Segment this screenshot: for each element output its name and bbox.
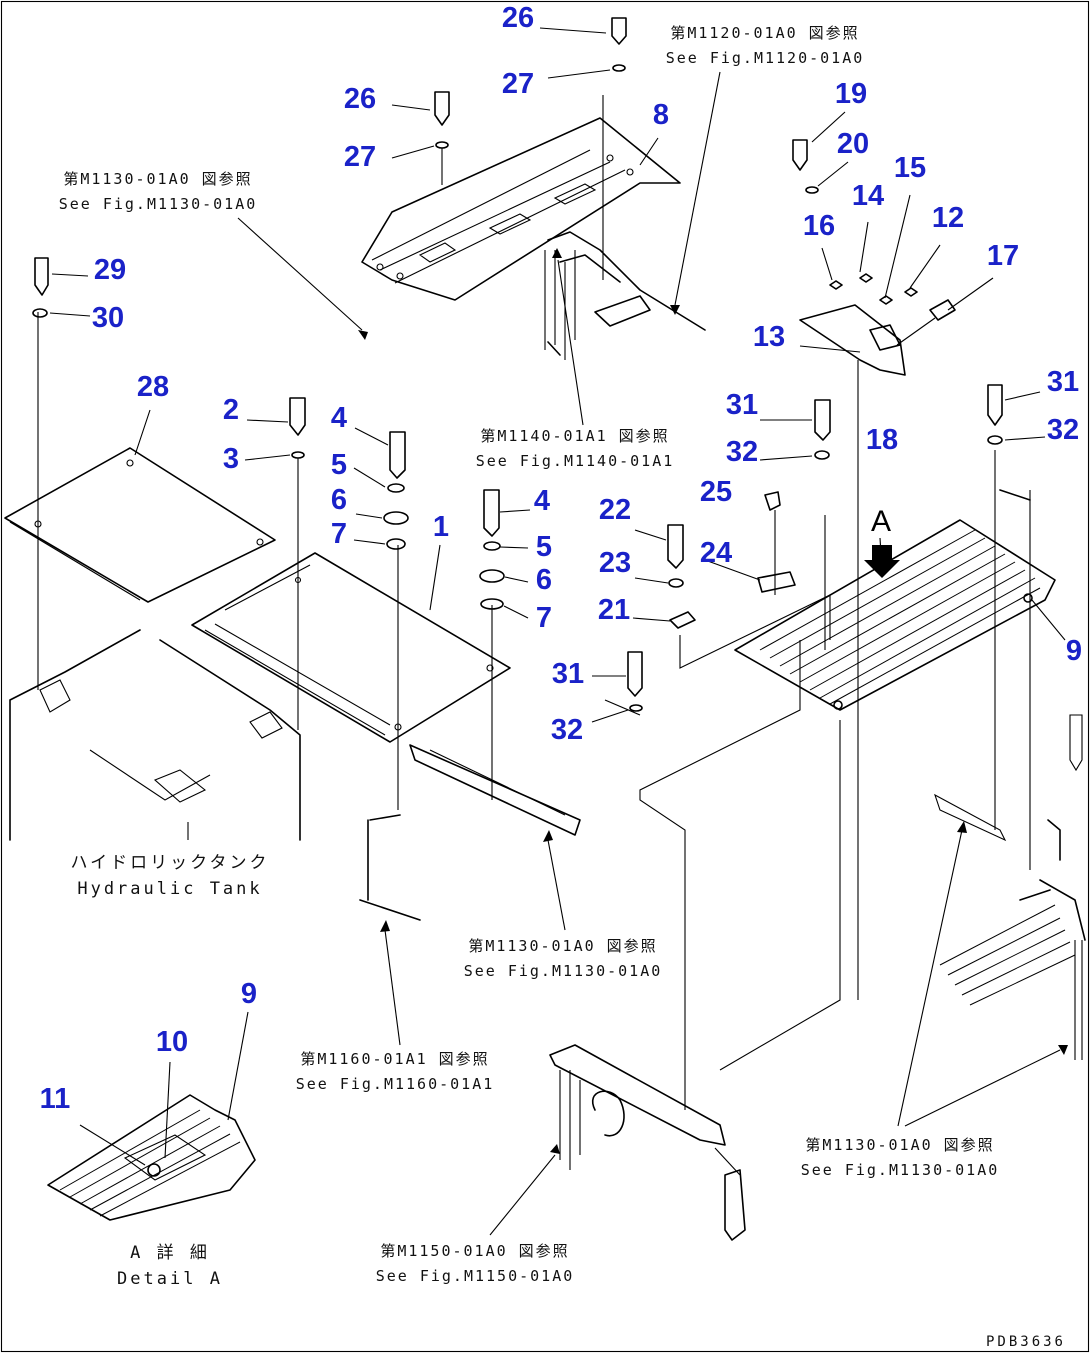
cap-detail-en: Detail A: [117, 1269, 223, 1289]
part-number-9: 9: [1066, 635, 1082, 667]
part-number-20: 20: [837, 128, 869, 160]
part-number-30: 30: [92, 302, 124, 334]
top-cover-8: [361, 95, 681, 301]
view-a-arrow: [864, 545, 900, 578]
part-number-4: 4: [331, 402, 347, 434]
drawing-code: PDB3636: [986, 1334, 1066, 1350]
ref-m1150-en: See Fig.M1150-01A0: [376, 1267, 575, 1285]
part-number-18: 18: [866, 424, 898, 456]
lower-rail: [359, 744, 581, 921]
ref-m1130-right-jp: 第M1130-01A0 図参照: [805, 1136, 994, 1154]
ref-m1130-top-jp: 第M1130-01A0 図参照: [63, 170, 252, 188]
ref-m1130-mid-jp: 第M1130-01A0 図参照: [468, 937, 657, 955]
detail-a-sketch: [47, 1094, 256, 1221]
cap-tank-en: Hydraulic Tank: [77, 879, 262, 899]
part-number-10: 10: [156, 1026, 188, 1058]
part-number-2: 2: [223, 394, 239, 426]
part-number-31: 31: [552, 658, 584, 690]
part-number-13: 13: [753, 321, 785, 353]
fasteners: [32, 17, 1003, 712]
part-number-6: 6: [536, 564, 552, 596]
part-number-24: 24: [700, 537, 732, 569]
part-number-19: 19: [835, 78, 867, 110]
part-number-8: 8: [653, 99, 669, 131]
part-number-9: 9: [241, 978, 257, 1010]
reference-arrows: [237, 71, 1068, 1236]
part-number-32: 32: [551, 714, 583, 746]
cap-detail-jp: A 詳 細: [130, 1243, 210, 1263]
part-number-29: 29: [94, 254, 126, 286]
part-number-27: 27: [344, 141, 376, 173]
part-number-26: 26: [502, 2, 534, 34]
cover-1: [191, 458, 511, 810]
ref-m1130-top-en: See Fig.M1130-01A0: [59, 195, 258, 213]
catch-assembly: [792, 139, 956, 1000]
part-number-labels: 2627262781920151412161713293028311831323…: [40, 2, 1082, 1115]
part-number-14: 14: [852, 180, 884, 212]
cap-tank-jp: ハイドロリックタンク: [71, 853, 270, 873]
ref-m1130-mid-en: See Fig.M1130-01A0: [464, 962, 663, 980]
part-number-12: 12: [932, 202, 964, 234]
part-number-6: 6: [331, 484, 347, 516]
part-number-1: 1: [433, 511, 449, 543]
part-number-22: 22: [599, 494, 631, 526]
part-number-15: 15: [894, 152, 926, 184]
ref-m1140-jp: 第M1140-01A1 図参照: [480, 427, 669, 445]
bottom-frame: [549, 1044, 746, 1241]
ref-m1120-jp: 第M1120-01A0 図参照: [670, 24, 859, 42]
part-number-23: 23: [599, 547, 631, 579]
ref-m1160-jp: 第M1160-01A1 図参照: [300, 1050, 489, 1068]
part-number-21: 21: [598, 594, 630, 626]
cover-28: [4, 312, 276, 690]
view-a-letter: A: [871, 505, 891, 538]
part-number-4: 4: [534, 485, 550, 517]
part-number-5: 5: [331, 449, 347, 481]
part-number-28: 28: [137, 371, 169, 403]
leader-lines: [49, 27, 1066, 1166]
part-number-27: 27: [502, 68, 534, 100]
part-number-11: 11: [40, 1083, 71, 1115]
part-number-32: 32: [726, 436, 758, 468]
ref-m1130-right-en: See Fig.M1130-01A0: [801, 1161, 1000, 1179]
floor-plate-9: [734, 519, 1056, 711]
part-number-7: 7: [331, 518, 347, 550]
ref-m1140-en: See Fig.M1140-01A1: [476, 452, 675, 470]
part-number-16: 16: [803, 210, 835, 242]
right-frame: [934, 450, 1086, 1060]
ref-m1160-en: See Fig.M1160-01A1: [296, 1075, 495, 1093]
part-number-17: 17: [987, 240, 1019, 272]
part-number-32: 32: [1047, 414, 1079, 446]
part-number-31: 31: [1047, 366, 1079, 398]
hydraulic-tank: [9, 629, 301, 841]
part-number-25: 25: [700, 476, 732, 508]
part-number-31: 31: [726, 389, 758, 421]
reference-labels: 第M1120-01A0 図参照 See Fig.M1120-01A0 第M1130-…: [59, 24, 1000, 1285]
part-number-7: 7: [536, 602, 552, 634]
upper-frame: [544, 231, 706, 360]
caption-labels: ハイドロリックタンク Hydraulic Tank A 詳 細 Detail A: [71, 853, 270, 1289]
ref-m1120-en: See Fig.M1120-01A0: [666, 49, 865, 67]
central-frame: [604, 510, 841, 1110]
ref-m1150-jp: 第M1150-01A0 図参照: [380, 1242, 569, 1260]
part-number-3: 3: [223, 443, 239, 475]
part-number-26: 26: [344, 83, 376, 115]
part-number-5: 5: [536, 531, 552, 563]
